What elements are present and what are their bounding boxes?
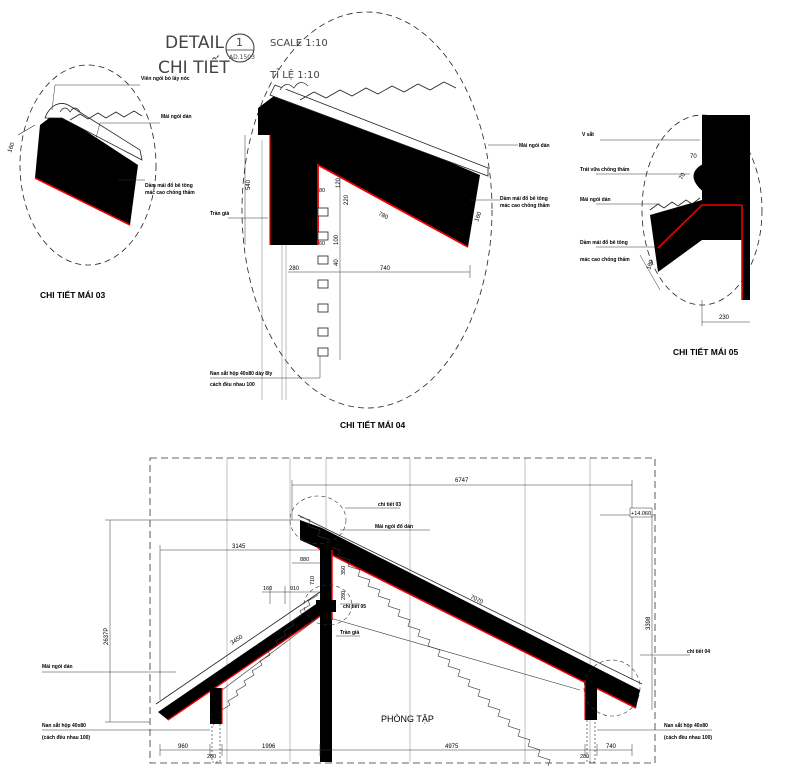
detail-03-label-slab-1: Dầm mái đổ bê tông (145, 182, 193, 189)
detail-04-dim-220: 220 (344, 194, 350, 205)
title-scale-vn: TỈ LỆ 1:10 (269, 67, 320, 81)
detail-04-dim-160: 160 (474, 211, 483, 223)
section-dim-350: 350 (341, 566, 347, 575)
detail-05-label-slab-2: mác cao chống thấm (580, 256, 630, 263)
detail-03-label-slab-2: mác cao chống thấm (145, 189, 195, 196)
detail-05-dim-70a: 70 (690, 154, 697, 160)
title-number: 1 (236, 36, 243, 49)
section-dim-bot-280b: 280 (580, 754, 589, 760)
detail-03-slab (35, 112, 138, 225)
section-dim-3145: 3145 (232, 544, 246, 550)
detail-03-ridge-tile (44, 103, 143, 161)
detail-04-label-slab-2: mác cao chống thấm (500, 202, 550, 209)
section-label-tile-left: Mái ngói dán (42, 664, 73, 670)
detail-04-label-tile: Mái ngói dán (519, 143, 550, 149)
detail-05-label-slab-1: Dầm mái đổ bê tông (580, 239, 628, 246)
section-dim-bot-280: 280 (207, 754, 216, 760)
detail-03-boundary (19, 64, 157, 266)
section-dim-bot-960: 960 (178, 744, 189, 750)
detail-05-dim-230: 230 (719, 315, 730, 321)
detail-03-title: CHI TIẾT MÁI 03 (40, 290, 105, 300)
detail-04-label-ceiling: Trần giả (210, 211, 229, 217)
section-left-tiles (211, 594, 319, 726)
detail-05-label-v: V sắt (582, 131, 594, 138)
section-room-label: PHÒNG TẬP (381, 714, 434, 724)
title-sheet: AD.1503 (229, 54, 255, 61)
section-dim-280: 280 (341, 591, 347, 600)
section-label-detail-03: chi tiết 03 (378, 501, 401, 508)
detail-04-frame (258, 90, 480, 247)
detail-03: 160 Viên ngói bò lấy nóc Mái ngói dán Dầ… (7, 64, 195, 300)
detail-04-dim-740: 740 (380, 266, 391, 272)
section-level: +14.060 (631, 511, 651, 517)
section-frame (149, 457, 656, 764)
section-dim-bot-4975: 4975 (445, 744, 459, 750)
section-dim-top: 6747 (455, 478, 469, 484)
section-label-louver-right-2: (cách đều nhau 100) (664, 735, 712, 741)
detail-05-label-tile: Mái ngói dán (580, 197, 611, 203)
detail-04-dim-780: 780 (377, 211, 389, 221)
section-dim-7070: 7070 (469, 594, 484, 606)
detail-04-dim-40: 40 (334, 259, 340, 266)
detail-04-label-louver-1: Nan sắt hộp 40x80 dày 8ly (210, 370, 272, 377)
section-label-ceiling: Trần giả (340, 630, 359, 636)
section-dim-160: 160 (263, 586, 272, 592)
section-left-beam (158, 600, 332, 720)
section-label-detail-04: chi tiết 04 (687, 648, 710, 655)
detail-03-label-mortar: Viên ngói bò lấy nóc (141, 75, 190, 82)
detail-03-dim-thick: 160 (7, 141, 16, 153)
section-dim-height-left: 2637P (104, 628, 110, 645)
section-right-column (585, 680, 597, 720)
section-central-column (320, 540, 332, 762)
detail-04-boundary (241, 11, 493, 409)
section-label-louver-left-1: Nan sắt hộp 40x80 (42, 722, 86, 729)
section-dim-880: 880 (300, 557, 309, 563)
detail-04-dim-80: 80 (319, 188, 325, 194)
detail-05-slab (650, 200, 742, 272)
section-dim-bot-740: 740 (606, 744, 617, 750)
section-left-column (210, 688, 222, 724)
detail-04: 540 780 160 740 280 220 120 80 100 40 60… (210, 11, 550, 430)
detail-04-dim-100: 100 (334, 234, 340, 245)
detail-04-louvers (317, 207, 329, 357)
title-block: DETAIL CHI TIẾT 1 AD.1503 SCALE 1:10 TỈ … (158, 33, 328, 81)
section-right-beam (300, 520, 640, 708)
section-callout-05 (303, 584, 353, 626)
title-bubble (225, 33, 255, 63)
detail-05-dim-70b: 70 (679, 172, 688, 181)
section-callout-04 (583, 659, 641, 717)
detail-05: V sắt Trát vữa chống thấm Mái ngói dán D… (580, 114, 763, 357)
title-detail-en: DETAIL (165, 33, 225, 53)
detail-04-tile-layer (269, 84, 489, 177)
roof-section: 6747 +14.060 chi tiết 03 Mái ngói đổ dán… (42, 457, 712, 767)
detail-05-title: CHI TIẾT MÁI 05 (673, 347, 738, 357)
section-callout-03 (289, 495, 347, 545)
detail-05-label-mortar: Trát vữa chống thấm (580, 166, 630, 173)
section-label-louver-right-1: Nan sắt hộp 40x80 (664, 722, 708, 729)
section-label-louver-left-2: (cách đều nhau 100) (42, 735, 90, 741)
detail-04-dim-60: 60 (319, 241, 325, 247)
section-dim-710: 710 (310, 576, 316, 585)
detail-04-dim-120: 120 (336, 177, 342, 188)
detail-03-label-tile: Mái ngói dán (161, 114, 192, 120)
section-dim-910: 910 (290, 586, 299, 592)
detail-04-title: CHI TIẾT MÁI 04 (340, 420, 405, 430)
detail-04-dim-280: 280 (289, 266, 300, 272)
detail-04-label-louver-2: cách đều nhau 100 (210, 382, 255, 388)
detail-04-dim-540: 540 (246, 179, 252, 190)
title-detail-vn: CHI TIẾT (158, 54, 230, 78)
section-right-tiles (299, 516, 551, 767)
section-label-detail-05: chi tiết 05 (343, 603, 366, 610)
detail-05-dim-180: 180 (646, 259, 655, 271)
detail-04-label-slab-1: Dầm mái đổ bê tông (500, 195, 548, 202)
section-label-tile-top: Mái ngói đổ dán (375, 523, 413, 530)
section-dim-height-right: 3398 (646, 616, 652, 630)
detail-05-tiles (649, 197, 701, 211)
section-dim-bot-1996: 1996 (262, 744, 276, 750)
